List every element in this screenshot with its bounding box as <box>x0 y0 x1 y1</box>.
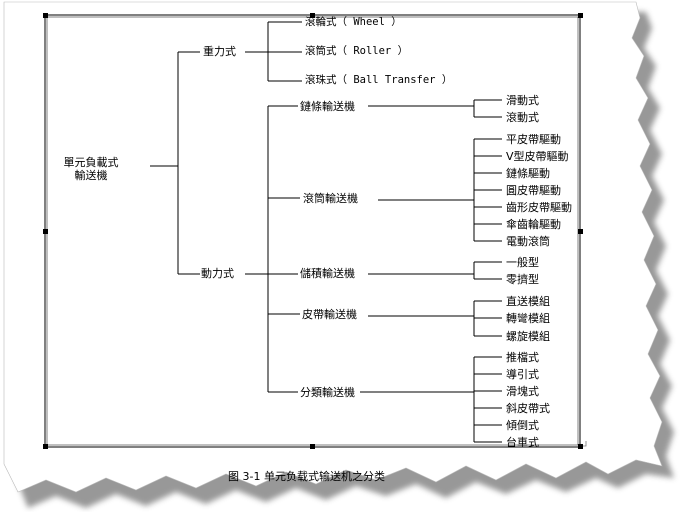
powered-group-roller: 滾筒輸送機 <box>303 192 358 205</box>
chain-item: 滾動式 <box>506 111 539 124</box>
sorting-item: 滑塊式 <box>506 385 539 398</box>
selection-handle-bottom-middle[interactable] <box>310 444 315 449</box>
figure-caption: 图 3-1 单元负载式输送机之分类 <box>228 470 385 483</box>
powered-group-belt: 皮帶輸送機 <box>302 308 357 321</box>
accumulation-item: 零擠型 <box>506 273 539 286</box>
selection-handle-top-left[interactable] <box>43 13 48 18</box>
selection-handle-top-right[interactable] <box>578 13 583 18</box>
belt-item: 轉彎模組 <box>506 312 550 325</box>
belt-item: 直送模組 <box>506 295 550 308</box>
roller-item: 平皮帶驅動 <box>506 133 561 146</box>
powered-group-sorting: 分類輸送機 <box>300 386 355 399</box>
roller-item: 鏈條驅動 <box>506 167 550 180</box>
selection-handle-middle-right[interactable] <box>578 229 583 234</box>
chain-item: 滑動式 <box>506 94 539 107</box>
selection-handle-bottom-left[interactable] <box>43 444 48 449</box>
accumulation-item: 一般型 <box>506 256 539 269</box>
belt-item: 螺旋模組 <box>506 330 550 343</box>
roller-item: 傘齒輪驅動 <box>506 218 561 231</box>
sorting-item: 傾倒式 <box>506 419 539 432</box>
roller-item: V型皮帶驅動 <box>506 150 569 163</box>
powered-group-chain: 鏈條輸送機 <box>300 100 355 113</box>
gravity-item-roller: 滾筒式（ Roller ） <box>305 45 409 57</box>
roller-item: 齒形皮帶驅動 <box>506 201 572 214</box>
root-node-label: 單元負載式 輸送機 <box>63 156 119 182</box>
powered-group-accumulation: 儲積輸送機 <box>300 267 355 280</box>
selection-handle-top-middle[interactable] <box>310 13 315 18</box>
sorting-item: 台車式 <box>506 436 539 449</box>
gravity-item-ball-transfer: 滾珠式（ Ball Transfer ） <box>305 74 453 86</box>
gravity-item-wheel: 滾輪式（ Wheel ） <box>305 16 402 28</box>
sorting-item: 斜皮帶式 <box>506 402 550 415</box>
selection-handle-bottom-right[interactable] <box>578 444 583 449</box>
sorting-item: 導引式 <box>506 368 539 381</box>
gravity-type-label: 重力式 <box>203 45 236 58</box>
roller-item: 圓皮帶驅動 <box>506 184 561 197</box>
roller-item: 電動滾筒 <box>506 235 550 248</box>
sorting-item: 推檔式 <box>506 351 539 364</box>
selection-handle-middle-left[interactable] <box>43 229 48 234</box>
powered-type-label: 動力式 <box>201 267 234 280</box>
